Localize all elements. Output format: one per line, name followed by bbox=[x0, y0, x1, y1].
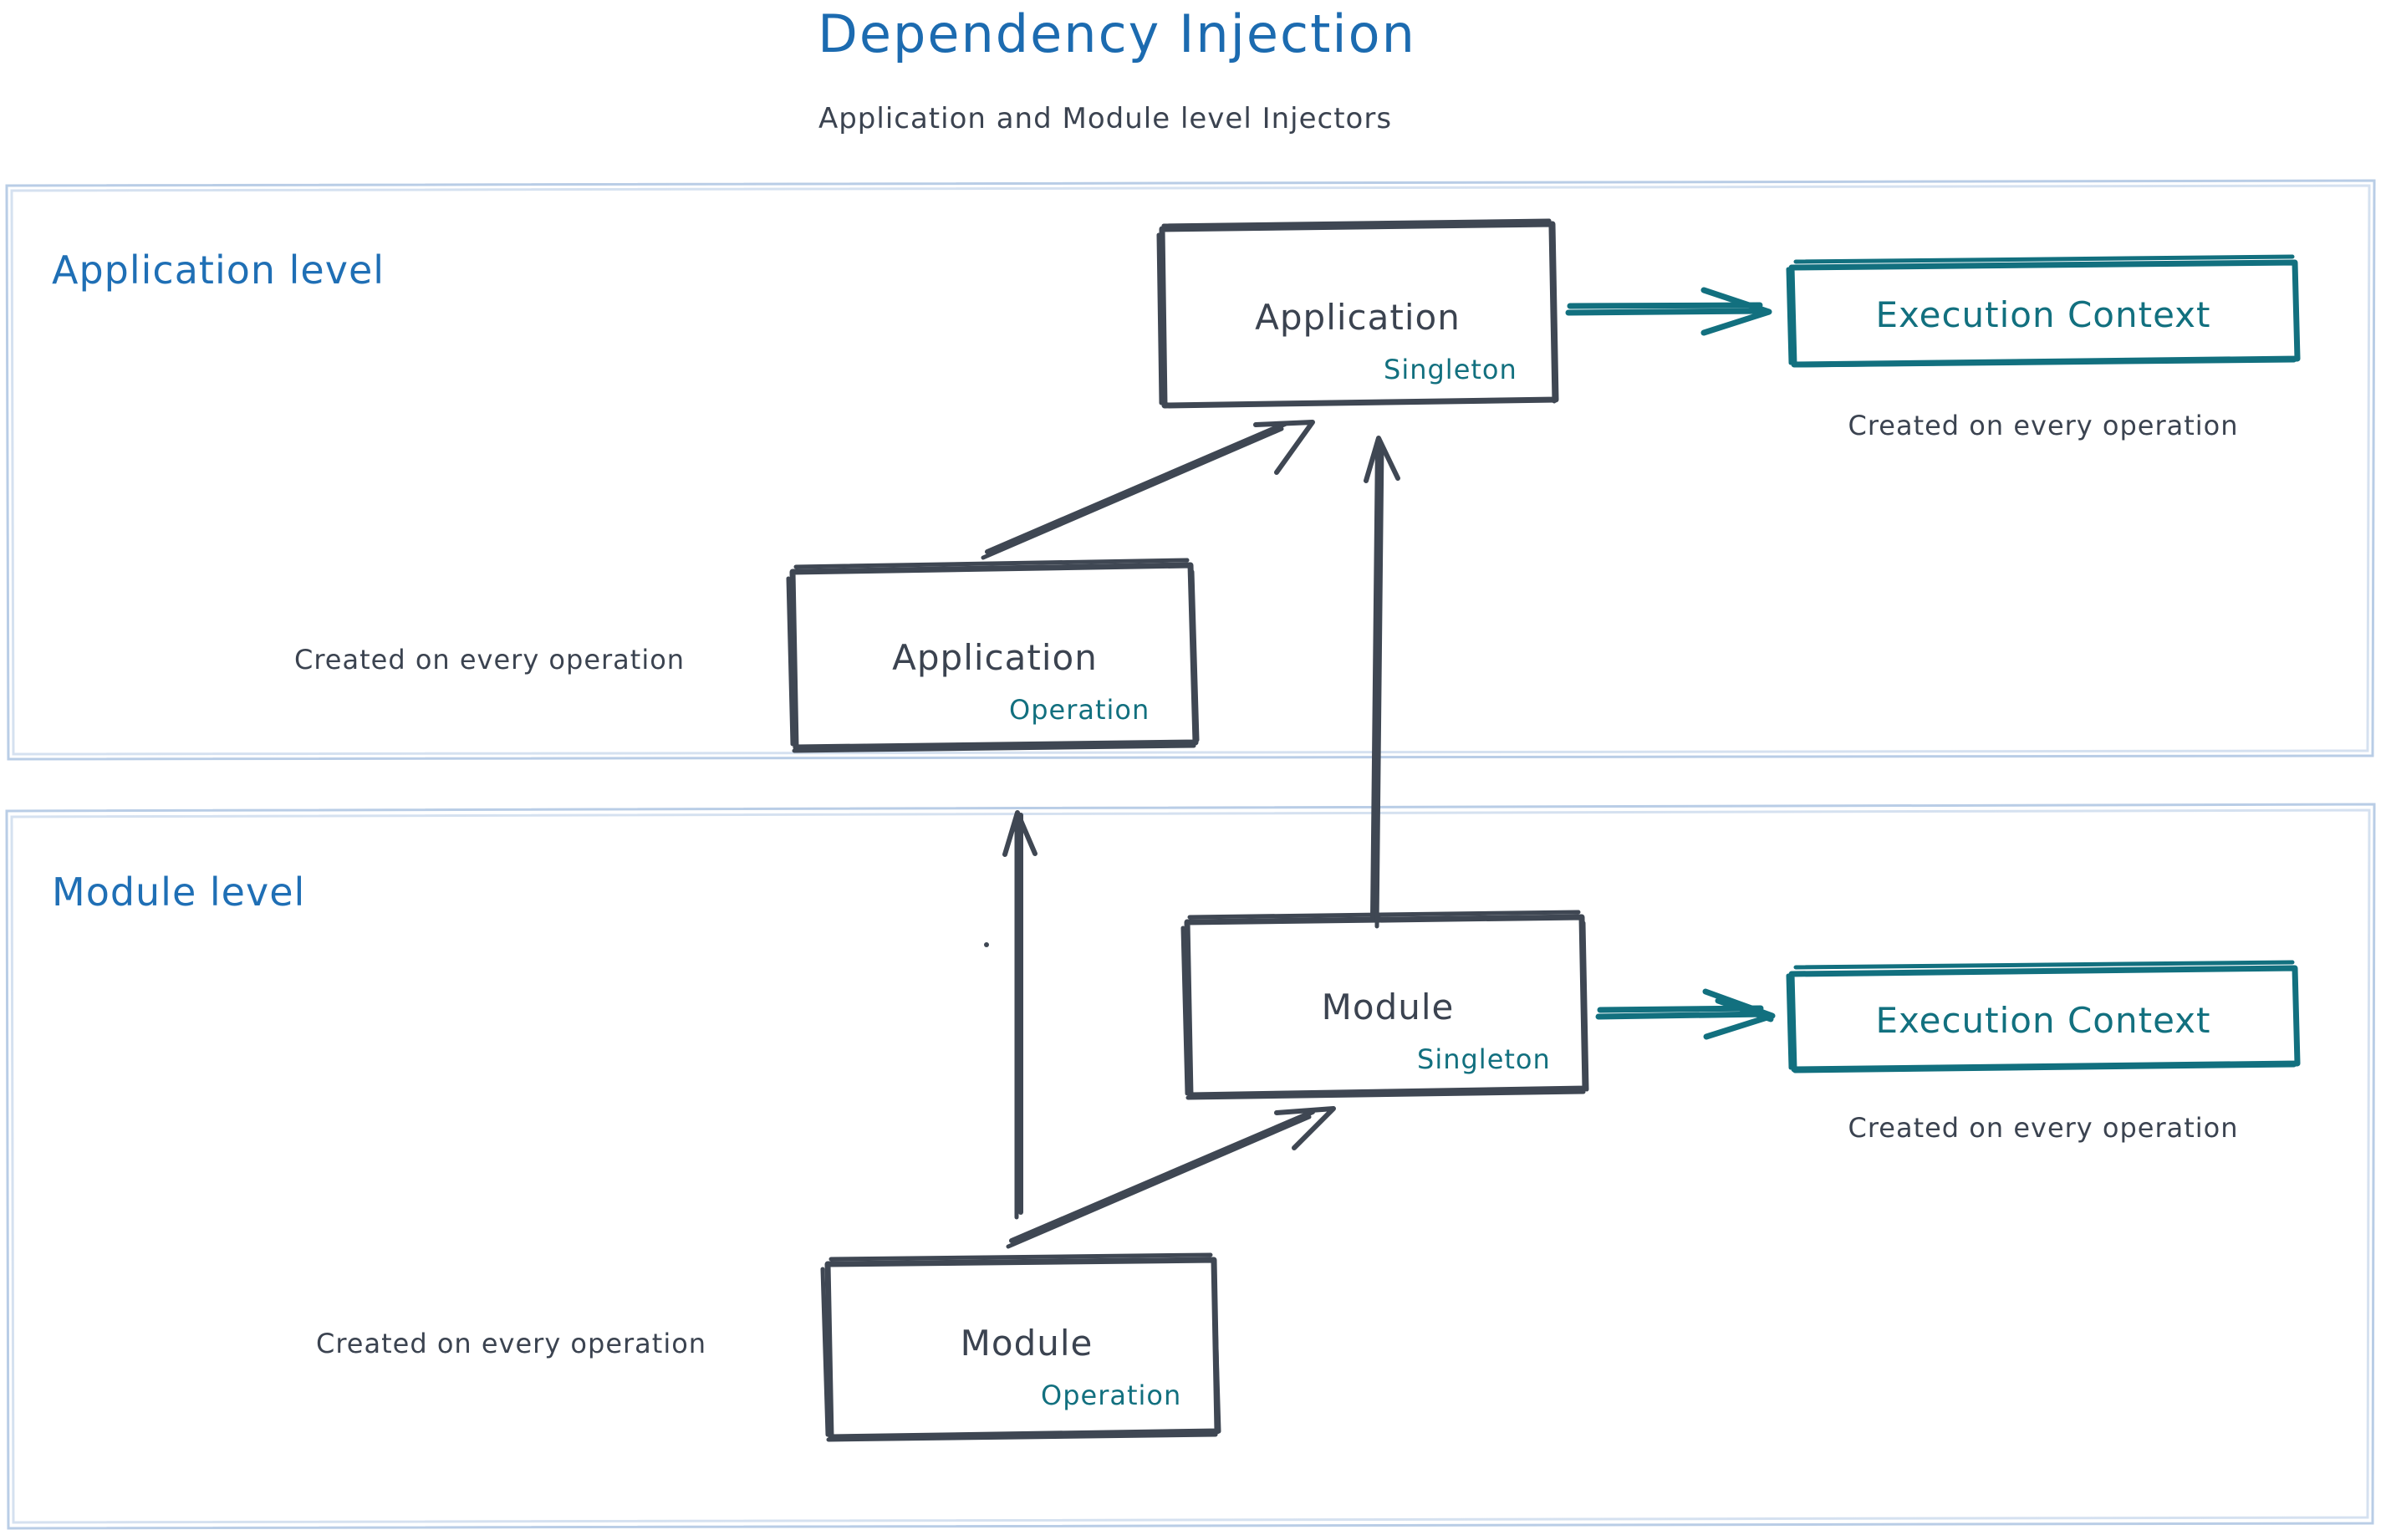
module-singleton-scope: Singleton bbox=[1417, 1043, 1551, 1075]
application-singleton-scope: Singleton bbox=[1384, 354, 1517, 385]
module-execution-context-box[interactable] bbox=[1786, 960, 2301, 1073]
application-execution-context-note: Created on every operation bbox=[1848, 410, 2239, 441]
section-label-application-level: Application level bbox=[52, 247, 385, 293]
application-singleton-box[interactable] bbox=[1156, 218, 1559, 409]
application-level-frame bbox=[5, 179, 2376, 761]
section-label-module-level: Module level bbox=[52, 869, 306, 915]
module-singleton-title: Module bbox=[1321, 987, 1455, 1028]
edge-application-singleton-to-execution-context bbox=[1565, 287, 1772, 336]
application-operation-note: Created on every operation bbox=[294, 644, 686, 676]
module-execution-context-label: Execution Context bbox=[1875, 1000, 2211, 1041]
application-singleton-title: Application bbox=[1255, 297, 1461, 338]
module-operation-box[interactable] bbox=[820, 1252, 1221, 1442]
edge-module-singleton-to-execution-context bbox=[1595, 988, 1776, 1040]
page-title: Dependency Injection bbox=[818, 3, 1416, 64]
module-level-frame bbox=[5, 803, 2376, 1530]
edge-module-singleton-to-application-singleton bbox=[1364, 436, 1400, 929]
module-execution-context-note: Created on every operation bbox=[1848, 1112, 2239, 1144]
application-operation-box[interactable] bbox=[786, 558, 1200, 753]
module-operation-title: Module bbox=[960, 1323, 1094, 1364]
application-operation-scope: Operation bbox=[1009, 694, 1150, 726]
page-subtitle: Application and Module level Injectors bbox=[818, 102, 1393, 135]
application-execution-context-label: Execution Context bbox=[1875, 294, 2211, 335]
module-singleton-box[interactable] bbox=[1180, 910, 1589, 1100]
module-operation-scope: Operation bbox=[1041, 1379, 1182, 1411]
application-execution-context-box[interactable] bbox=[1786, 254, 2301, 368]
edge-module-operation-to-module-singleton bbox=[1006, 1106, 1336, 1249]
edge-module-operation-to-application-operation bbox=[1002, 810, 1038, 1220]
module-operation-note: Created on every operation bbox=[316, 1328, 707, 1359]
edge-application-operation-to-singleton bbox=[981, 420, 1315, 947]
application-operation-title: Application bbox=[892, 637, 1098, 678]
